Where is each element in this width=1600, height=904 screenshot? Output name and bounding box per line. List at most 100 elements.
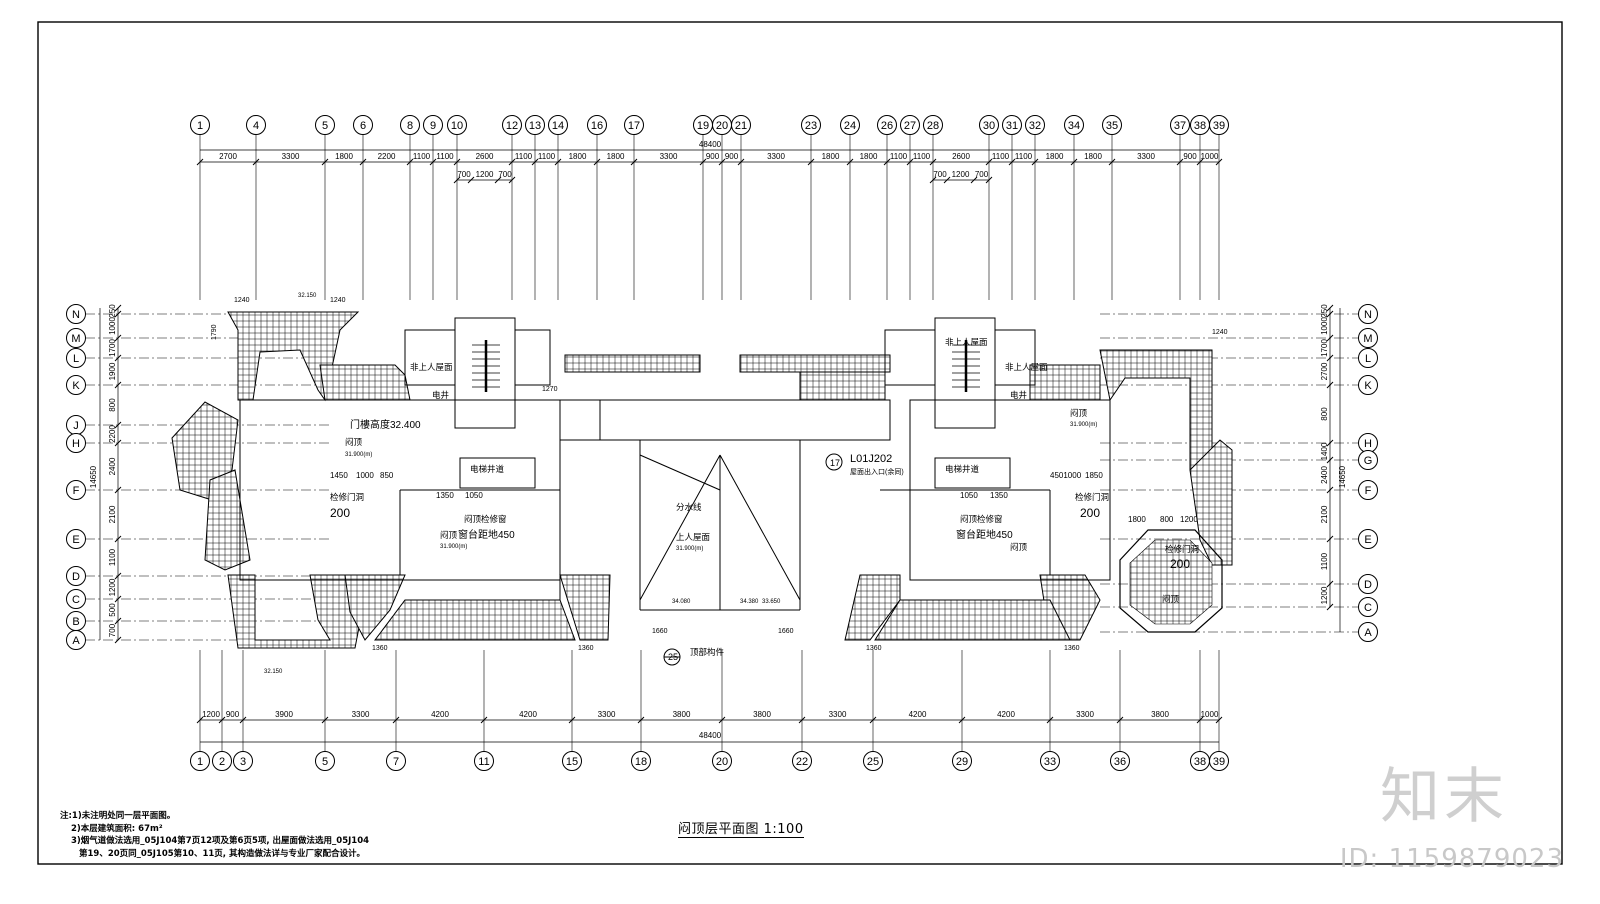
roof-access-right-1: 非上人屋面 — [945, 337, 988, 347]
axis-label: 21 — [735, 120, 747, 132]
axis-label: A — [1364, 627, 1372, 639]
roof-access-right-2: 非上人屋面 — [1005, 362, 1048, 372]
axis-label: 23 — [805, 120, 817, 132]
axis-label: 2 — [219, 756, 225, 768]
axis-label: 25 — [867, 756, 879, 768]
dim-bottom: 4200 — [519, 710, 537, 719]
dim-1660-b: 1660 — [778, 628, 794, 635]
dim-top: 1800 — [335, 152, 353, 161]
axis-bubble-left: L — [66, 348, 86, 368]
dim-bottom: 3300 — [352, 710, 370, 719]
axis-bubble-bottom: 11 — [474, 751, 494, 771]
axis-label: 20 — [716, 756, 728, 768]
axis-bubble-top: 5 — [315, 115, 335, 135]
dim-bottom: 1000 — [1201, 710, 1219, 719]
dim-1850: 1850 — [1085, 471, 1103, 480]
axis-bubble-top: 13 — [525, 115, 545, 135]
dim-800: 800 — [1160, 515, 1174, 524]
octagon-bay — [1119, 529, 1223, 633]
dim-total-top: 48400 — [699, 140, 722, 149]
axis-bubble-bottom: 3 — [233, 751, 253, 771]
axis-label: N — [72, 309, 80, 321]
axis-bubble-top: 37 — [1170, 115, 1190, 135]
axis-label: A — [72, 635, 80, 647]
axis-label: D — [1364, 579, 1372, 591]
attic-label-octagon: 闷顶 — [1162, 594, 1180, 604]
axis-label: E — [72, 534, 79, 546]
inspect-door-right: 检修门洞 — [1075, 492, 1109, 502]
axis-label: H — [72, 438, 80, 450]
inspect-size-octagon: 200 — [1170, 557, 1190, 571]
axis-bubble-right: K — [1358, 375, 1378, 395]
axis-label: C — [72, 594, 80, 606]
elec-shaft-right: 电井 — [1010, 390, 1027, 400]
axis-bubble-bottom: 29 — [952, 751, 972, 771]
axis-label: 12 — [506, 120, 518, 132]
dim-top: 900 — [1183, 152, 1197, 161]
axis-label: 20 — [716, 120, 728, 132]
dim-1200: 1200 — [1180, 515, 1198, 524]
dim-left: 1100 — [108, 548, 117, 566]
axis-bubble-bottom: 18 — [631, 751, 651, 771]
dim-top: 1800 — [1084, 152, 1102, 161]
dim-bottom: 4200 — [909, 710, 927, 719]
axis-bubble-bottom: 15 — [562, 751, 582, 771]
roof-hatch-right — [564, 349, 1233, 641]
axis-label: 10 — [451, 120, 463, 132]
note-3: 3)烟气道做法选用_05J104第7页12项及第6页5项, 出屋面做法选用_05… — [71, 836, 370, 846]
axis-label: 14 — [552, 120, 564, 132]
dim-stair: 1200 — [952, 170, 970, 179]
axis-bubble-bottom: 20 — [712, 751, 732, 771]
dim-bottom: 4200 — [997, 710, 1015, 719]
detail-ref: L01J202 — [850, 453, 892, 465]
dim-stair: 700 — [975, 170, 989, 179]
axis-bubble-top: 26 — [877, 115, 897, 135]
dim-top: 1800 — [569, 152, 587, 161]
axis-label: 31 — [1006, 120, 1018, 132]
dim-top: 1100 — [1015, 152, 1033, 161]
dim-right: 1100 — [1320, 552, 1329, 570]
window-sill-left: 窗台距地450 — [458, 528, 515, 541]
dim-top: 2600 — [952, 152, 970, 161]
roof-hatch-left — [171, 311, 611, 649]
dim-stair: 700 — [457, 170, 471, 179]
dim-top: 1100 — [890, 152, 908, 161]
inspect-size-right: 200 — [1080, 506, 1100, 520]
dim-1050-r: 1050 — [960, 491, 978, 500]
watermark-logo: 知末 — [1380, 762, 1508, 832]
axis-label: 33 — [1044, 756, 1056, 768]
axis-bubble-bottom: 5 — [315, 751, 335, 771]
axis-bubble-right: C — [1358, 597, 1378, 617]
stair-left — [472, 340, 500, 392]
dim-top: 3300 — [767, 152, 785, 161]
axis-label: 7 — [393, 756, 399, 768]
axis-label: C — [1364, 602, 1372, 614]
dim-right: 2400 — [1320, 466, 1329, 484]
attic-elev-mid-left: 31.900(m) — [440, 544, 467, 550]
interior-walls — [239, 317, 1111, 611]
axis-bubble-top: 28 — [923, 115, 943, 135]
axis-bubble-top: 24 — [840, 115, 860, 135]
axis-bubble-left: N — [66, 304, 86, 324]
axis-label: L — [73, 353, 79, 365]
dim-top: 1100 — [413, 152, 431, 161]
axis-bubble-top: 38 — [1190, 115, 1210, 135]
axis-label: K — [72, 380, 80, 392]
dim-1790: 1790 — [211, 324, 218, 340]
drawing-title: 闷顶层平面图 1:100 — [678, 818, 804, 838]
axis-label: 5 — [322, 756, 328, 768]
dim-top: 2700 — [219, 152, 237, 161]
dim-left: 250 — [108, 304, 117, 318]
axis-label: 17 — [628, 120, 640, 132]
dim-stair: 1200 — [476, 170, 494, 179]
axis-grid — [85, 135, 1358, 752]
axis-label: 26 — [881, 120, 893, 132]
axis-bubble-top: 39 — [1209, 115, 1229, 135]
dim-1270: 1270 — [542, 386, 558, 393]
axis-label: K — [1364, 380, 1372, 392]
axis-label: 32 — [1029, 120, 1041, 132]
axis-bubble-top: 20 — [712, 115, 732, 135]
axis-bubble-bottom: 36 — [1110, 751, 1130, 771]
